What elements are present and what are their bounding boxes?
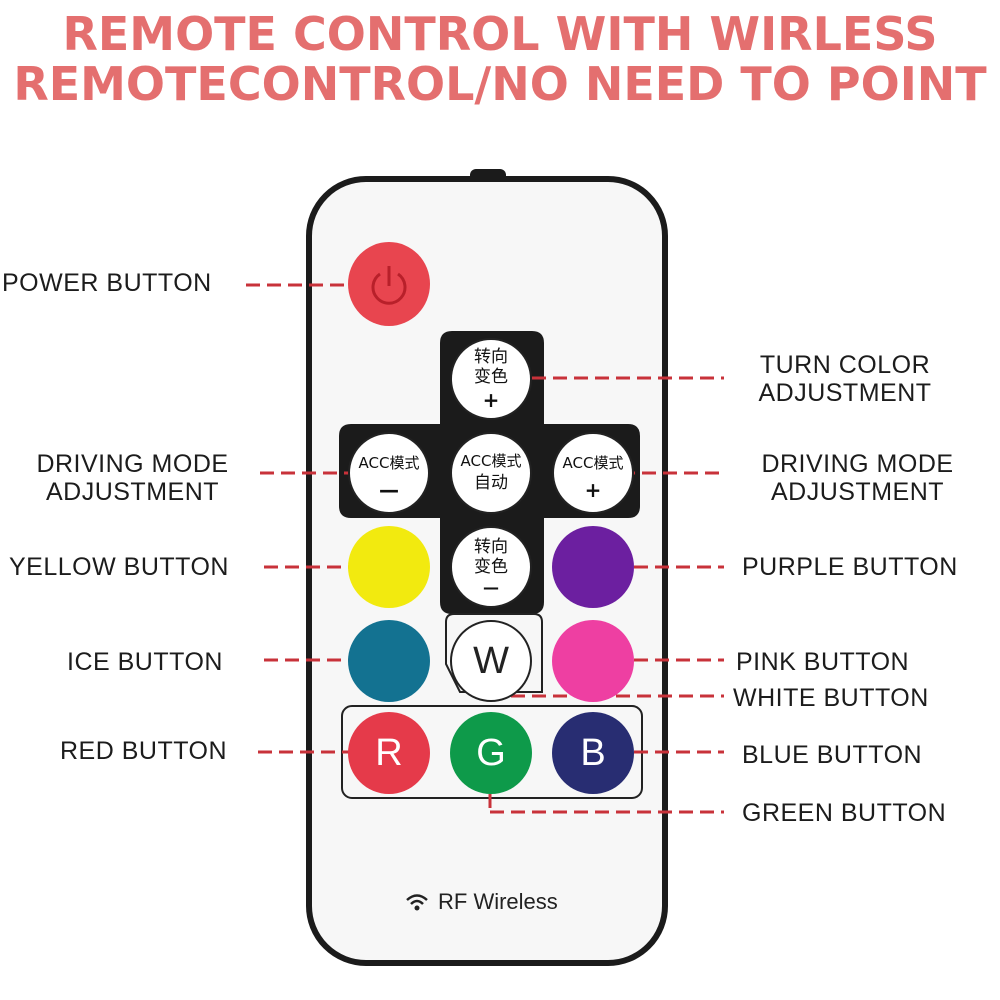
- label-driving-mode-left-line2: ADJUSTMENT: [45, 478, 220, 506]
- driving-mode-auto-button[interactable]: ACC模式 自动: [450, 432, 532, 514]
- rf-wireless-text: RF Wireless: [438, 889, 558, 914]
- turn-color-plus-line1: 转向: [474, 347, 508, 367]
- label-ice-button: ICE BUTTON: [67, 648, 223, 676]
- turn-color-minus-line1: 转向: [474, 537, 508, 557]
- red-button-label: R: [375, 731, 403, 774]
- purple-button[interactable]: [552, 526, 634, 608]
- turn-color-minus-button[interactable]: 转向 变色 —: [450, 526, 532, 608]
- label-driving-mode-left-line1: DRIVING MODE: [36, 450, 229, 478]
- driving-mode-plus-sign: +: [584, 478, 602, 502]
- antenna-nub: [470, 169, 506, 179]
- green-button[interactable]: G: [450, 712, 532, 794]
- label-driving-mode-right-line1: DRIVING MODE: [761, 450, 954, 478]
- label-red-button: RED BUTTON: [60, 737, 228, 765]
- white-button[interactable]: W: [450, 620, 532, 702]
- label-white-button: WHITE BUTTON: [733, 684, 929, 712]
- label-driving-mode-right-line2: ADJUSTMENT: [770, 478, 945, 506]
- green-button-label: G: [476, 731, 506, 774]
- pink-button[interactable]: [552, 620, 634, 702]
- label-pink-button: PINK BUTTON: [736, 648, 910, 676]
- turn-color-plus-line2: 变色: [474, 367, 508, 387]
- turn-color-plus-sign: +: [482, 388, 500, 412]
- white-button-label: W: [473, 639, 509, 682]
- driving-mode-minus-button[interactable]: ACC模式 —: [348, 432, 430, 514]
- label-blue-button: BLUE BUTTON: [742, 741, 923, 769]
- label-yellow-button: YELLOW BUTTON: [9, 553, 229, 581]
- label-purple-button: PURPLE BUTTON: [742, 553, 958, 581]
- turn-color-minus-sign: —: [483, 578, 499, 597]
- driving-mode-plus-label: ACC模式: [562, 454, 624, 472]
- driving-mode-plus-button[interactable]: ACC模式 +: [552, 432, 634, 514]
- rf-wireless-badge: RF Wireless: [404, 889, 558, 915]
- wifi-icon: [406, 894, 428, 911]
- blue-button-label: B: [580, 731, 606, 774]
- label-turn-color-line2: ADJUSTMENT: [758, 379, 932, 407]
- title-line-2: REMOTECONTROL/NO NEED TO POINT: [13, 57, 987, 111]
- ice-button[interactable]: [348, 620, 430, 702]
- driving-mode-minus-label: ACC模式: [358, 454, 420, 472]
- label-green-button: GREEN BUTTON: [742, 799, 947, 827]
- turn-color-minus-line2: 变色: [474, 557, 508, 577]
- driving-mode-auto-line1: ACC模式: [460, 452, 522, 470]
- yellow-button[interactable]: [348, 526, 430, 608]
- power-icon: [371, 266, 407, 305]
- power-button[interactable]: [348, 242, 430, 326]
- blue-button[interactable]: B: [552, 712, 634, 794]
- red-button[interactable]: R: [348, 712, 430, 794]
- driving-mode-minus-sign: —: [379, 478, 399, 502]
- label-turn-color-line1: TURN COLOR: [759, 351, 931, 379]
- driving-mode-auto-line2: 自动: [474, 473, 508, 493]
- title-line-1: REMOTE CONTROL WITH WIRLESS: [62, 7, 938, 61]
- turn-color-plus-button[interactable]: 转向 变色 +: [450, 338, 532, 420]
- label-power-button: POWER BUTTON: [2, 269, 212, 297]
